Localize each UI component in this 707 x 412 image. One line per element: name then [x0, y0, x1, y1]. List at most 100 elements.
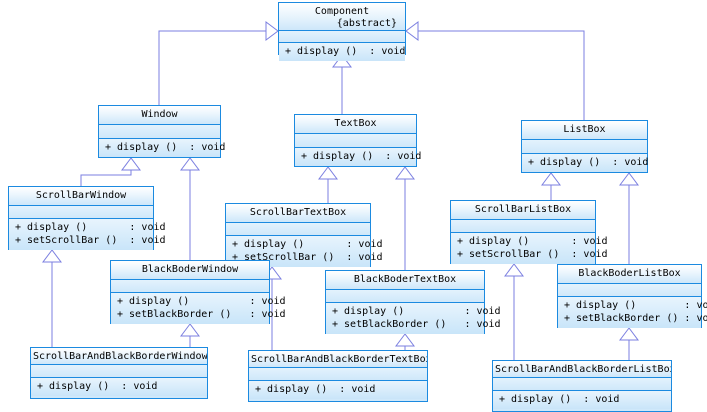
class-name-window: Window	[141, 109, 178, 120]
class-attributes-sbbblistbox	[493, 378, 671, 391]
operation-row: + display () : void	[15, 222, 166, 233]
class-header-blackboderlistbox: BlackBoderListBox	[558, 265, 701, 284]
class-attributes-scrollbarlistbox	[451, 220, 595, 233]
class-operations-blackboderlistbox: + display () : void + setBlackBorder () :…	[558, 297, 707, 328]
generalization-window-to-component: Window inherits Component	[158, 21, 279, 105]
class-name-sbbbwindow: ScrollBarAndBlackBorderWindow	[33, 351, 207, 362]
operation-row: + display () : void	[499, 394, 620, 405]
operation-row: + display () : void	[117, 296, 286, 307]
uml-class-sbbblistbox[interactable]: ScrollBarAndBlackBorderListBox+ display …	[492, 360, 672, 412]
operation-row: + display () : void	[255, 384, 376, 395]
class-operations-scrollbarlistbox: + display () : void+ setScrollBar () : v…	[451, 233, 608, 264]
generalization-line	[415, 30, 585, 120]
uml-class-component[interactable]: Component{abstract} + display () : void	[278, 2, 406, 61]
class-attributes-component	[279, 31, 405, 43]
uml-class-blackbodertextbox[interactable]: BlackBoderTextBox + display () : void + se…	[325, 270, 501, 334]
class-attributes-sbbbwindow	[31, 365, 207, 378]
class-header-scrollbartextbox: ScrollBarTextBox	[226, 204, 370, 223]
generalization-arrowhead	[541, 172, 561, 186]
generalization-sbbbwindow-to-scrollbarwindow: ScrollBarAndBlackBorderWindow inherits S…	[42, 249, 62, 347]
class-name-listbox: ListBox	[563, 124, 606, 135]
uml-class-window[interactable]: Window + display () : void	[98, 105, 225, 158]
generalization-blackboderwindow-to-window: BlackBoderWindow inherits Window	[180, 157, 200, 260]
class-operations-sbbbwindow: + display () : void	[31, 378, 207, 396]
generalization-arrowhead	[42, 249, 62, 263]
class-operations-listbox: + display () : void	[522, 154, 649, 172]
class-name-scrollbarwindow: ScrollBarWindow	[35, 190, 127, 201]
generalization-arrowhead	[318, 166, 338, 180]
operation-row: + setScrollBar () : void	[232, 252, 383, 263]
class-header-blackboderwindow: BlackBoderWindow	[111, 261, 269, 280]
class-header-component: Component{abstract}	[279, 3, 405, 31]
class-header-sbbbtextbox: ScrollBarAndBlackBorderTextBox	[249, 351, 427, 368]
operation-row: + display () : void	[37, 381, 158, 392]
class-header-listbox: ListBox	[522, 121, 647, 140]
class-name-blackboderlistbox: BlackBoderListBox	[578, 268, 681, 279]
generalization-blackbodertextbox-to-textbox: BlackBoderTextBox inherits TextBox	[395, 166, 415, 270]
generalization-arrowhead	[265, 21, 279, 41]
operation-row: + setBlackBorder () : void	[117, 309, 286, 320]
class-attributes-scrollbartextbox	[226, 223, 370, 236]
class-name-textbox: TextBox	[334, 118, 377, 129]
class-operations-sbbblistbox: + display () : void	[493, 391, 671, 409]
generalization-arrowhead	[504, 263, 524, 277]
operation-row: + setBlackBorder () : void	[564, 313, 707, 324]
generalization-listbox-to-component: ListBox inherits Component	[405, 21, 585, 120]
class-header-sbbbwindow: ScrollBarAndBlackBorderWindow	[31, 348, 207, 365]
class-operations-textbox: + display () : void	[295, 148, 422, 166]
operation-row: + setBlackBorder () : void	[332, 319, 501, 330]
class-attributes-sbbbtextbox	[249, 368, 427, 381]
generalization-arrowhead	[180, 157, 200, 171]
generalization-line	[158, 30, 269, 105]
uml-class-scrollbarwindow[interactable]: ScrollBarWindow + display () : void+ setS…	[8, 186, 166, 250]
class-attributes-listbox	[522, 140, 647, 154]
generalization-arrowhead	[395, 333, 415, 347]
class-name-blackboderwindow: BlackBoderWindow	[141, 264, 239, 275]
generalization-sbbbwindow-to-blackboderwindow: ScrollBarAndBlackBorderWindow inherits B…	[180, 323, 200, 347]
generalization-arrowhead	[180, 323, 200, 337]
class-attributes-blackboderwindow	[111, 280, 269, 293]
uml-class-blackboderwindow[interactable]: BlackBoderWindow + display () : void + set…	[110, 260, 286, 324]
class-attributes-textbox	[295, 134, 416, 148]
class-name-component: Component	[314, 6, 370, 17]
class-header-blackbodertextbox: BlackBoderTextBox	[326, 271, 484, 290]
class-name-blackbodertextbox: BlackBoderTextBox	[353, 274, 457, 285]
class-operations-component: + display () : void	[279, 43, 405, 61]
generalization-arrowhead	[619, 172, 639, 186]
generalization-blackboderlistbox-to-listbox: BlackBoderListBox inherits ListBox	[619, 172, 639, 264]
uml-class-scrollbarlistbox[interactable]: ScrollBarListBox + display () : void+ set…	[450, 200, 608, 264]
class-operations-scrollbarwindow: + display () : void+ setScrollBar () : v…	[9, 219, 166, 250]
operation-row: + display () : void	[232, 239, 383, 250]
class-header-textbox: TextBox	[295, 115, 416, 134]
operation-row: + display () : void	[332, 306, 501, 317]
class-header-scrollbarlistbox: ScrollBarListBox	[451, 201, 595, 220]
generalization-arrowhead	[395, 166, 415, 180]
generalization-arrowhead	[121, 157, 141, 171]
class-operations-sbbbtextbox: + display () : void	[249, 381, 427, 399]
class-attributes-scrollbarwindow	[9, 206, 153, 219]
class-operations-blackbodertextbox: + display () : void + setBlackBorder () :…	[326, 303, 501, 334]
uml-class-blackboderlistbox[interactable]: BlackBoderListBox + display () : void + se…	[557, 264, 707, 328]
generalization-scrollbarwindow-to-window: ScrollBarWindow inherits Window	[80, 157, 141, 186]
class-header-window: Window	[99, 106, 220, 125]
generalization-textbox-to-component: TextBox inherits Component	[332, 54, 352, 114]
class-attributes-blackbodertextbox	[326, 290, 484, 303]
operation-row: + display () : void	[285, 46, 406, 57]
class-operations-window: + display () : void	[99, 139, 225, 157]
uml-class-sbbbwindow[interactable]: ScrollBarAndBlackBorderWindow + display (…	[30, 347, 208, 399]
uml-class-sbbbtextbox[interactable]: ScrollBarAndBlackBorderTextBox + display …	[248, 350, 428, 402]
operation-row: + display () : void	[528, 157, 649, 168]
generalization-sbbblistbox-to-blackboderlistbox: ScrollBarAndBlackBorderListBox inherits …	[619, 327, 639, 360]
uml-class-listbox[interactable]: ListBox + display () : void	[521, 120, 648, 173]
uml-class-textbox[interactable]: TextBox + display () : void	[294, 114, 422, 167]
generalization-sbbblistbox-to-scrollbarlistbox: ScrollBarAndBlackBorderListBox inherits …	[504, 263, 524, 360]
class-name-scrollbarlistbox: ScrollBarListBox	[474, 204, 572, 215]
generalization-line	[80, 168, 132, 186]
class-attributes-blackboderlistbox	[558, 284, 701, 297]
operation-row: + display () : void	[301, 151, 422, 162]
uml-class-scrollbartextbox[interactable]: ScrollBarTextBox + display () : void + set…	[225, 203, 383, 267]
operation-row: + display () : void	[564, 300, 707, 311]
class-name-sbbbtextbox: ScrollBarAndBlackBorderTextBox	[251, 354, 427, 365]
class-name-scrollbartextbox: ScrollBarTextBox	[249, 207, 347, 218]
